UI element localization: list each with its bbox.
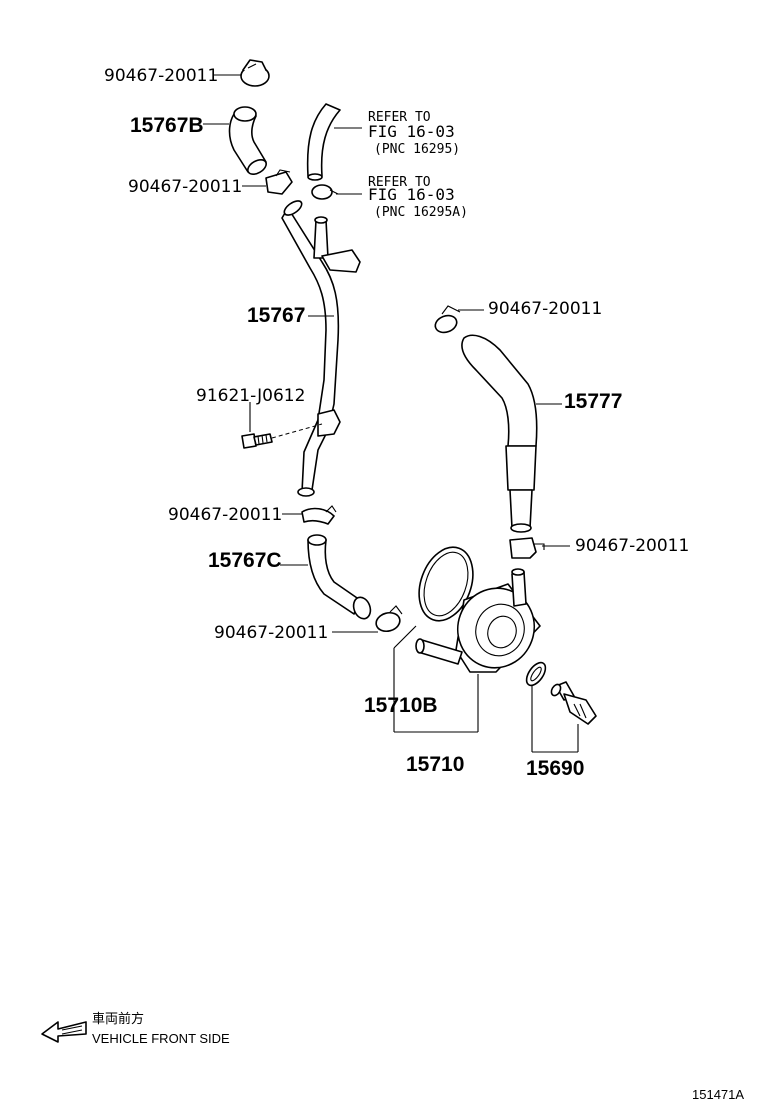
clamp-top [240,59,270,87]
label-clamp-2: 90467-20011 [128,177,242,197]
label-bolt-91621: 91621-J0612 [196,386,305,406]
refer1-line3: (PNC 16295) [374,142,460,157]
diagram-id: 151471A [692,1087,744,1102]
footer-en-text: VEHICLE FRONT SIDE [92,1031,230,1046]
gasket-15710b [418,546,474,622]
arrow-left-icon [41,1021,87,1043]
clamp-right-top [434,305,461,334]
hose-15777 [461,334,538,533]
refer2-line3: (PNC 16295A) [374,205,468,220]
bolt-91621 [241,433,273,449]
refer1-line2: FIG 16-03 [368,122,455,141]
hose-15767c [307,534,372,620]
refer2-line1: REFER TO [368,175,431,190]
label-gasket-15710b: 15710B [364,694,438,717]
refer-clamp-2 [311,184,339,200]
label-hose-15767c: 15767C [208,549,282,572]
label-clamp-right-bottom: 90467-20011 [575,536,689,556]
label-clamp-top: 90467-20011 [104,66,218,86]
label-plug-15690: 15690 [526,757,584,780]
label-cooler-15710: 15710 [406,753,464,776]
clamp-3 [301,505,337,525]
clamp-4 [375,605,403,633]
footer-jp-text: 車両前方 [92,1011,144,1026]
clamp-right-bottom [509,537,545,559]
oil-cooler-15710 [415,568,541,673]
label-hose-15777: 15777 [564,390,622,413]
refer-hose-1 [306,103,341,181]
refer2-line2: FIG 16-03 [368,185,455,204]
label-pipe-15767: 15767 [247,304,305,327]
hose-15767b [228,106,267,176]
label-clamp-3: 90467-20011 [168,505,282,525]
plug-15690 [550,681,597,725]
label-clamp-right-top: 90467-20011 [488,299,602,319]
clamp-2 [265,169,293,195]
refer1-line1: REFER TO [368,110,431,125]
label-clamp-4: 90467-20011 [214,623,328,643]
pipe-15767 [281,200,361,497]
washer-15690 [525,661,547,687]
label-hose-15767b: 15767B [130,114,204,137]
